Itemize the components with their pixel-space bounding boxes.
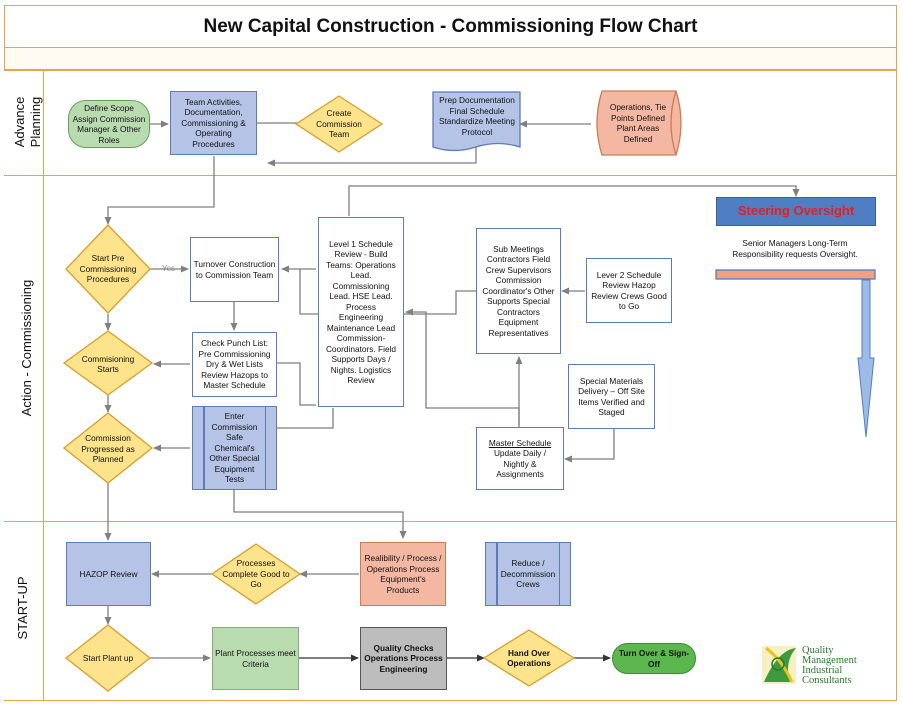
lane-head-action	[4, 176, 44, 521]
turnover-node: Turnover Construction to Commission Team	[190, 237, 279, 302]
arrow-level1-to-steering	[348, 185, 800, 216]
lane-head-advance	[4, 71, 44, 175]
lever2-node: Lever 2 Schedule Review Hazop Review Cre…	[586, 258, 672, 323]
processes-complete-label: Processes Complete Good to Go	[222, 558, 290, 590]
lane-head-startup	[4, 522, 44, 700]
logo-line2: Management	[802, 655, 857, 666]
process-bar-left	[203, 407, 205, 489]
steering-oversight-box: Steering Oversight	[716, 197, 876, 226]
yes-label: Yes	[162, 264, 176, 273]
enter-commission-node: Enter Commission Safe Chemical's Other S…	[192, 406, 277, 490]
process-bar-right	[558, 543, 560, 605]
operations-tie-label: Operations, Tie Points Defined Plant Are…	[609, 102, 667, 144]
commissioning-starts-label: Commisioning Starts	[81, 353, 135, 375]
arrow-enter-to-reliability	[233, 490, 407, 539]
level1-node: Level 1 Schedule Review - Build Teams: O…	[318, 217, 404, 407]
reduce-label: Reduce / Decommission Crews	[500, 558, 556, 590]
plant-processes-node: Plant Processes meet Criteria	[212, 627, 299, 690]
quality-checks-node: Quality Checks Operations Process Engine…	[360, 627, 447, 690]
logo-line3: Industrial	[802, 665, 843, 676]
lane-start-up	[4, 521, 897, 701]
diamond-hand-over	[482, 629, 576, 687]
start-plant-label: Start Plant up	[82, 652, 134, 663]
diamond-start-plant	[64, 624, 152, 692]
arrow-sub-to-level1	[299, 269, 476, 315]
senior-managers-text: Senior Managers Long-Term Responsibility…	[732, 238, 858, 259]
reliability-node: Realibility / Process / Operations Proce…	[360, 542, 446, 606]
process-bar-left	[496, 543, 498, 605]
cylinder-edge	[670, 90, 677, 156]
define-scope-node: Define Scope Assign Commission Manager &…	[68, 100, 150, 148]
oversight-arrow	[857, 279, 875, 438]
arrow-prep-to-team	[267, 147, 477, 167]
diamond-processes-complete	[210, 543, 302, 605]
sub-meetings-node: Sub Meetings Contractors Field Crew Supe…	[476, 228, 561, 354]
diamond-create-team	[294, 95, 384, 153]
document-prep	[432, 91, 521, 152]
title-spacer	[4, 48, 897, 70]
diamond-commissioning-starts	[62, 330, 154, 396]
lane-action-commissioning	[4, 175, 897, 522]
create-team-label: Create Commission Team	[316, 108, 362, 140]
chart-title: New Capital Construction - Commissioning…	[4, 5, 897, 48]
hand-over-label: Hand Over Operations	[507, 647, 551, 669]
reduce-node: Reduce / Decommission Crews	[485, 542, 571, 606]
turn-over-node: Turn Over & Sign-Off	[612, 643, 696, 674]
logo-line4: Consultants	[802, 675, 852, 686]
hazop-review-node: HAZOP Review	[66, 542, 151, 606]
oversight-beam	[715, 269, 876, 280]
diamond-commission-progressed	[62, 412, 154, 484]
enter-commission-label: Enter Commission Safe Chemical's Other S…	[209, 411, 260, 485]
arrow-team-to-start	[104, 156, 215, 225]
commission-progressed-label: Commission Progressed as Planned	[81, 433, 135, 465]
arrow-enter-to-level1	[277, 408, 334, 429]
logo-line1: Quality	[802, 645, 834, 656]
logo-icon	[762, 646, 796, 684]
prep-doc-label: Prep Documentation Final Schedule Standa…	[438, 95, 516, 137]
master-schedule-node: Master Schedule Update Daily / Nightly &…	[476, 427, 564, 490]
start-pre-label: Start Pre Commissioning Procedures	[79, 253, 137, 285]
arrow-check-to-level1	[277, 362, 316, 406]
process-bar-right	[264, 407, 266, 489]
diamond-start-pre	[65, 224, 151, 314]
check-punch-node: Check Punch List: Pre Commissioning Dry …	[192, 332, 277, 397]
master-schedule-title: Master Schedule	[488, 437, 552, 448]
special-materials-node: Special Materials Delivery – Off Site It…	[568, 364, 655, 429]
team-activities-node: Team Activities, Documentation, Commissi…	[170, 91, 257, 155]
master-schedule-body: Update Daily / Nightly & Assignments	[493, 448, 547, 479]
